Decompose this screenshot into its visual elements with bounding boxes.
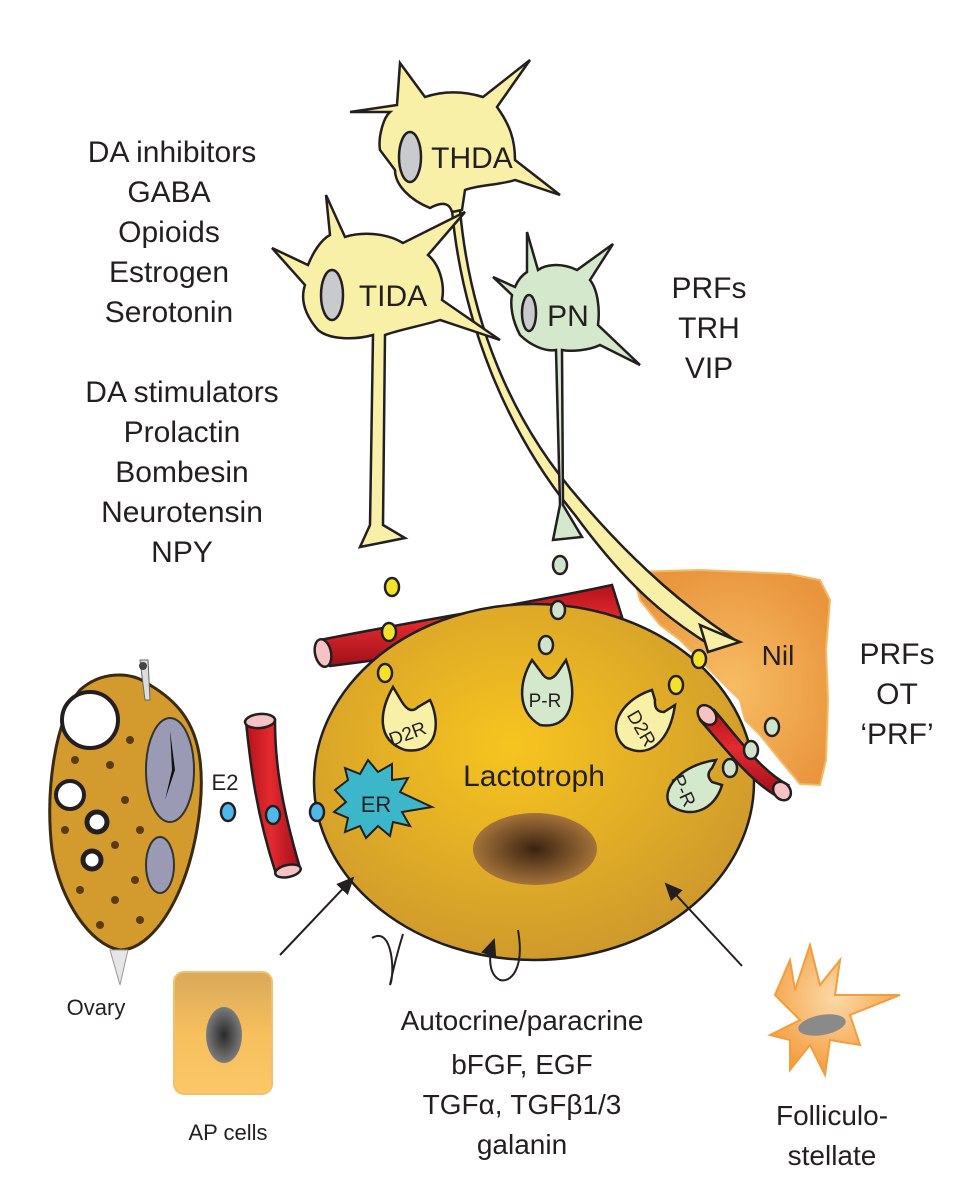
- folliculostellate-label-line2: stellate: [788, 1140, 877, 1171]
- estradiol-molecules: E2: [212, 770, 326, 826]
- dopamine-molecules: [376, 576, 708, 696]
- prf-item: ‘PRF’: [860, 718, 933, 751]
- autocrine-item: bFGF, EGF: [451, 1049, 593, 1080]
- thda-axon-terminal: [698, 622, 744, 654]
- er-receptor: ER: [332, 758, 436, 840]
- autocrine-item: TGFα, TGFβ1/3: [423, 1089, 622, 1120]
- ap-to-lactotroph-arrow: [279, 876, 355, 956]
- systemic-blood-vessel: [243, 712, 303, 879]
- stimulator-item: NPY: [151, 536, 213, 569]
- thda-nucleus: [397, 130, 423, 184]
- prfs-heading: PRFs: [860, 638, 935, 671]
- dopamine-stimulators-list: DA stimulators Prolactin Bombesin Neurot…: [85, 376, 278, 569]
- autocrine-factors-list: Autocrine/paracrine bFGF, EGF TGFα, TGFβ…: [401, 1005, 644, 1160]
- autocrine-item: galanin: [477, 1129, 567, 1160]
- nil-prfs-list: PRFs OT ‘PRF’: [860, 638, 935, 751]
- autocrine-loop-arrow: [371, 933, 404, 986]
- prf-molecules: [537, 554, 781, 779]
- prfs-heading: PRFs: [672, 272, 747, 305]
- ovary-illustration: Ovary: [48, 659, 203, 1020]
- pn-nucleus: [520, 293, 538, 333]
- inhibitor-item: GABA: [127, 176, 210, 209]
- inhibitors-heading: DA inhibitors: [88, 136, 256, 169]
- ovary-label: Ovary: [67, 995, 126, 1020]
- stimulator-item: Bombesin: [115, 456, 248, 489]
- autocrine-heading: Autocrine/paracrine: [401, 1005, 644, 1036]
- pn-label: PN: [547, 300, 589, 333]
- lactotroph-nucleus: [473, 813, 597, 885]
- inhibitor-item: Estrogen: [109, 256, 229, 289]
- ap-cell: AP cells: [173, 971, 273, 1145]
- d2r-receptor-left: D2R: [381, 684, 437, 752]
- fs-to-lactotroph-arrow: [664, 882, 743, 967]
- inhibitor-item: Serotonin: [105, 296, 233, 329]
- tida-nucleus: [319, 268, 345, 322]
- tida-label: TIDA: [359, 280, 427, 313]
- autocrine-loop: [481, 929, 521, 982]
- ap-cells-label: AP cells: [188, 1120, 267, 1145]
- tida-neuron: TIDA: [271, 194, 501, 549]
- lactotroph-label: Lactotroph: [463, 760, 605, 793]
- er-label: ER: [361, 792, 392, 817]
- prf-item: VIP: [685, 352, 733, 385]
- prf-item: OT: [876, 678, 918, 711]
- nil-blood-vessel: [696, 703, 793, 802]
- stimulators-heading: DA stimulators: [85, 376, 278, 409]
- e2-label: E2: [212, 770, 239, 795]
- thda-label: THDA: [431, 142, 513, 175]
- folliculostellate-label-line1: Folliculo-: [776, 1100, 888, 1131]
- pr-receptor-right: P-R: [666, 758, 724, 814]
- d2r-receptor-right: D2R: [614, 688, 677, 753]
- folliculostellate-cell: Folliculo- stellate: [767, 941, 901, 1171]
- inhibitor-item: Opioids: [118, 216, 220, 249]
- prf-item: TRH: [678, 312, 740, 345]
- nil-label: Nil: [762, 640, 795, 671]
- stimulator-item: Prolactin: [124, 416, 241, 449]
- dopamine-inhibitors-list: DA inhibitors GABA Opioids Estrogen Sero…: [88, 136, 256, 329]
- pn-prfs-list: PRFs TRH VIP: [672, 272, 747, 385]
- stimulator-item: Neurotensin: [101, 496, 263, 529]
- thda-neuron: THDA: [349, 59, 561, 214]
- pr-label: P-R: [529, 691, 562, 712]
- pn-neuron: PN: [492, 231, 641, 542]
- pr-receptor-top: P-R: [520, 657, 574, 727]
